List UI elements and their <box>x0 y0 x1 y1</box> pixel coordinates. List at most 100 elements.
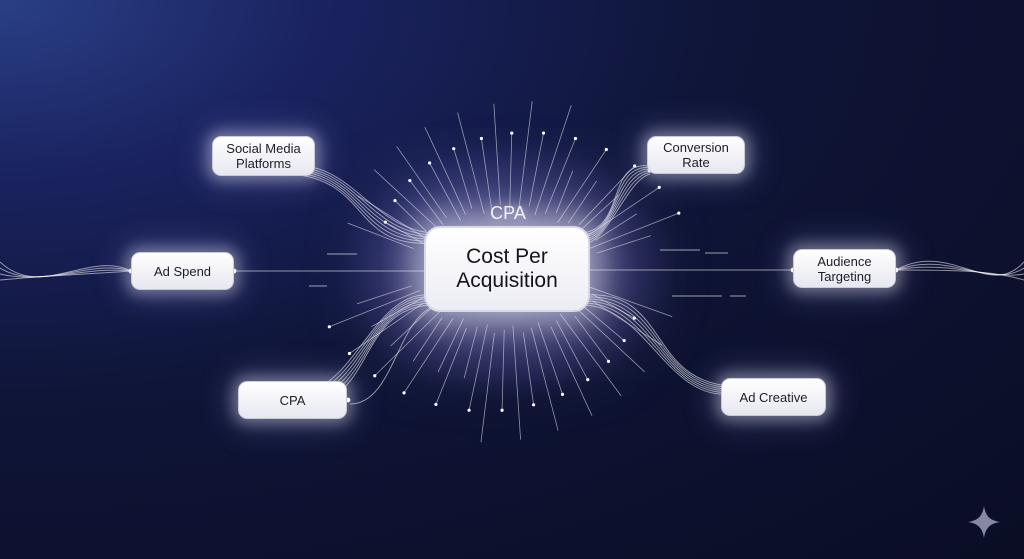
link-social-media <box>289 170 433 240</box>
ray-dot <box>479 136 484 141</box>
ray-line <box>522 332 534 405</box>
ray-line <box>537 322 563 395</box>
ray-dot <box>393 198 397 203</box>
link-conversion-rate <box>581 170 651 240</box>
ray-line <box>457 112 485 215</box>
ray-line <box>453 148 473 209</box>
ray-dot <box>677 211 681 215</box>
node-audience-targeting[interactable]: Audience Targeting <box>793 249 896 288</box>
link-ad-creative <box>585 300 731 392</box>
ray-line <box>463 326 478 379</box>
link-social-media <box>289 173 433 244</box>
node-label: Audience Targeting <box>817 253 872 284</box>
node-label: Ad Spend <box>153 263 212 279</box>
ray-line <box>347 222 414 249</box>
ray-line <box>481 138 492 210</box>
ray-line <box>591 293 635 319</box>
wave-left <box>0 267 132 278</box>
ray-dot <box>573 136 578 141</box>
link-ad-creative <box>585 294 731 387</box>
ray-dot <box>427 161 432 165</box>
center-node-cost-per-acquisition[interactable]: Cost Per Acquisition <box>424 226 590 312</box>
ray-dot <box>606 359 611 363</box>
ray-dot <box>500 408 504 412</box>
ray-dot <box>657 185 661 189</box>
link-conversion-rate <box>581 171 651 242</box>
node-conversion-rate[interactable]: Conversion Rate <box>647 136 745 174</box>
node-ad-creative[interactable]: Ad Creative <box>721 378 826 416</box>
ray-line <box>385 221 428 246</box>
center-abbreviation: CPA <box>490 203 526 223</box>
ray-line <box>394 200 427 232</box>
ray-line <box>512 325 521 440</box>
ray-dot <box>373 374 377 378</box>
wave-right <box>895 266 1024 276</box>
node-social-media-platforms[interactable]: Social Media Platforms <box>212 136 315 176</box>
wave-right <box>895 269 1024 281</box>
ray-line <box>534 105 572 216</box>
link-cpa <box>349 304 445 405</box>
link-social-media <box>289 171 433 242</box>
wave-left <box>0 270 132 281</box>
node-cpa[interactable]: CPA <box>238 381 347 419</box>
ray-line <box>528 132 544 207</box>
ray-line <box>396 146 447 219</box>
ray-line <box>356 285 412 305</box>
node-label: CPA <box>279 392 306 408</box>
ray-line <box>409 180 444 226</box>
ray-line <box>577 301 625 341</box>
link-ad-creative <box>585 296 731 389</box>
ray-line <box>329 290 421 328</box>
ray-line <box>555 170 574 214</box>
link-ad-creative <box>585 304 731 395</box>
ray-dot <box>633 164 637 168</box>
ray-dot <box>408 178 412 183</box>
ray-line <box>567 180 598 224</box>
link-ad-creative <box>585 298 731 390</box>
ray-line <box>530 327 559 431</box>
ray-line <box>429 162 461 221</box>
link-conversion-rate <box>581 168 651 238</box>
ray-dot <box>434 402 438 407</box>
ray-dot <box>632 316 636 320</box>
ray-line <box>589 286 673 318</box>
ray-dot <box>586 378 590 382</box>
ray-dot <box>510 131 514 135</box>
ray-line <box>588 212 679 250</box>
ray-line <box>374 307 444 377</box>
ray-line <box>424 126 466 215</box>
ray-line <box>560 313 622 397</box>
ray-line <box>576 308 645 373</box>
ray-line <box>544 138 576 214</box>
node-label: Social Media Platforms <box>226 141 301 171</box>
link-conversion-rate <box>581 167 651 236</box>
link-conversion-rate <box>581 165 651 234</box>
ray-dot <box>467 408 471 412</box>
ray-dot <box>347 351 352 356</box>
ray-dot <box>327 325 331 329</box>
ray-line <box>509 133 513 212</box>
ray-dot <box>604 147 608 152</box>
ray-line <box>595 213 637 241</box>
sparkle-icon <box>968 506 1000 538</box>
center-node-label: Cost Per Acquisition <box>456 245 558 292</box>
node-ad-spend[interactable]: Ad Spend <box>131 252 234 290</box>
ray-line <box>550 326 593 416</box>
link-ad-creative <box>585 302 731 393</box>
ray-dot <box>622 338 626 343</box>
ray-dot <box>402 391 406 395</box>
node-label: Conversion Rate <box>663 140 729 170</box>
wave-right <box>895 263 1024 276</box>
ray-line <box>480 332 495 443</box>
ray-line <box>373 169 442 232</box>
ray-dot <box>383 220 387 224</box>
ray-line <box>557 149 607 223</box>
wave-left <box>0 269 132 278</box>
ray-line <box>518 101 533 209</box>
ray-dot <box>560 392 565 396</box>
ray-line <box>435 327 467 405</box>
ray-dot <box>452 147 456 151</box>
ray-line <box>357 195 427 240</box>
wave-right <box>895 260 1024 276</box>
ray-line <box>501 329 505 411</box>
